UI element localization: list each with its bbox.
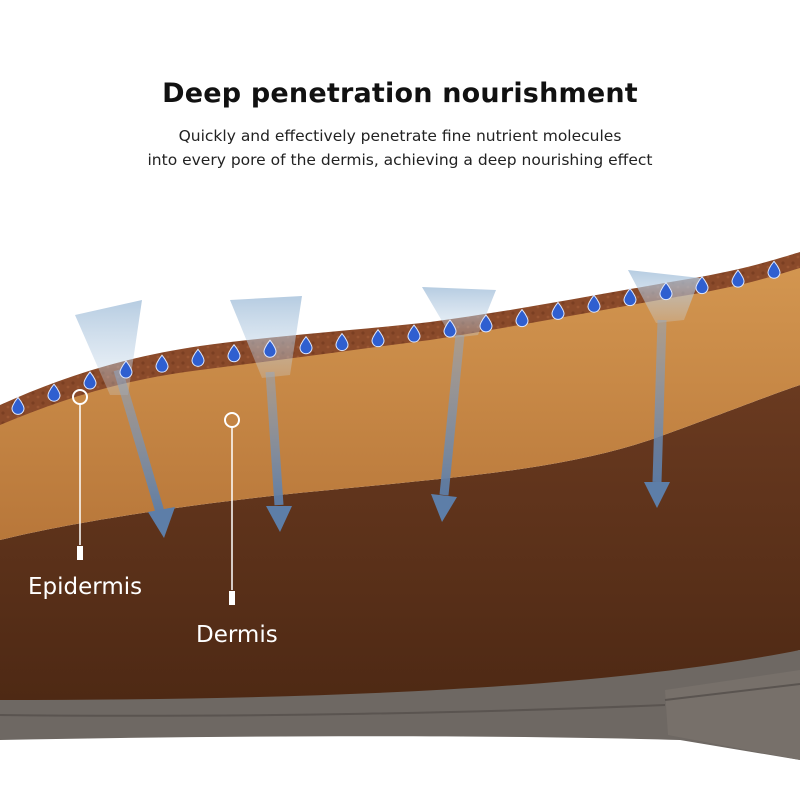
nutrient-droplets: [11, 260, 781, 415]
droplet-icon: [479, 314, 493, 333]
droplet-icon: [587, 294, 601, 313]
penetration-arrow-1: [113, 368, 175, 538]
droplet-icon: [767, 260, 781, 279]
droplet-icon: [443, 319, 457, 338]
dermis-indicator: [224, 412, 240, 605]
heel-block: [665, 670, 800, 760]
penetration-arrow-2: [265, 371, 292, 532]
epidermis-layer: [0, 252, 800, 425]
penetration-arrow-3: [431, 334, 465, 522]
droplet-icon: [551, 301, 565, 320]
nutrient-funnel-2: [230, 296, 302, 378]
droplet-icon: [371, 328, 385, 348]
droplet-icon: [47, 383, 61, 402]
droplet-icon: [335, 332, 349, 352]
droplet-icon: [83, 371, 97, 390]
droplet-icon: [263, 339, 277, 358]
droplet-icon: [191, 348, 205, 367]
droplet-icon: [623, 287, 637, 307]
nutrient-funnel-3: [422, 287, 496, 338]
penetration-arrow-4: [644, 319, 670, 508]
epidermis-label: Epidermis: [28, 574, 143, 600]
dermis-label: Dermis: [196, 622, 278, 648]
droplet-icon: [299, 335, 313, 355]
droplet-icon: [119, 360, 133, 379]
subtitle-line-1: Quickly and effectively penetrate fine n…: [178, 127, 622, 145]
droplet-icon: [515, 308, 529, 328]
page-title: Deep penetration nourishment: [162, 78, 638, 109]
dermis-layer: [0, 385, 800, 700]
droplet-icon: [695, 275, 709, 295]
droplet-icon: [155, 354, 169, 373]
suede-layer: [0, 265, 800, 540]
droplet-icon: [407, 324, 421, 343]
droplet-icon: [731, 269, 745, 288]
droplet-icon: [659, 281, 673, 301]
droplet-icon: [11, 396, 25, 415]
droplet-icon: [227, 343, 241, 363]
epidermis-indicator: [72, 389, 88, 560]
subtitle-line-2: into every pore of the dermis, achieving…: [147, 151, 653, 169]
